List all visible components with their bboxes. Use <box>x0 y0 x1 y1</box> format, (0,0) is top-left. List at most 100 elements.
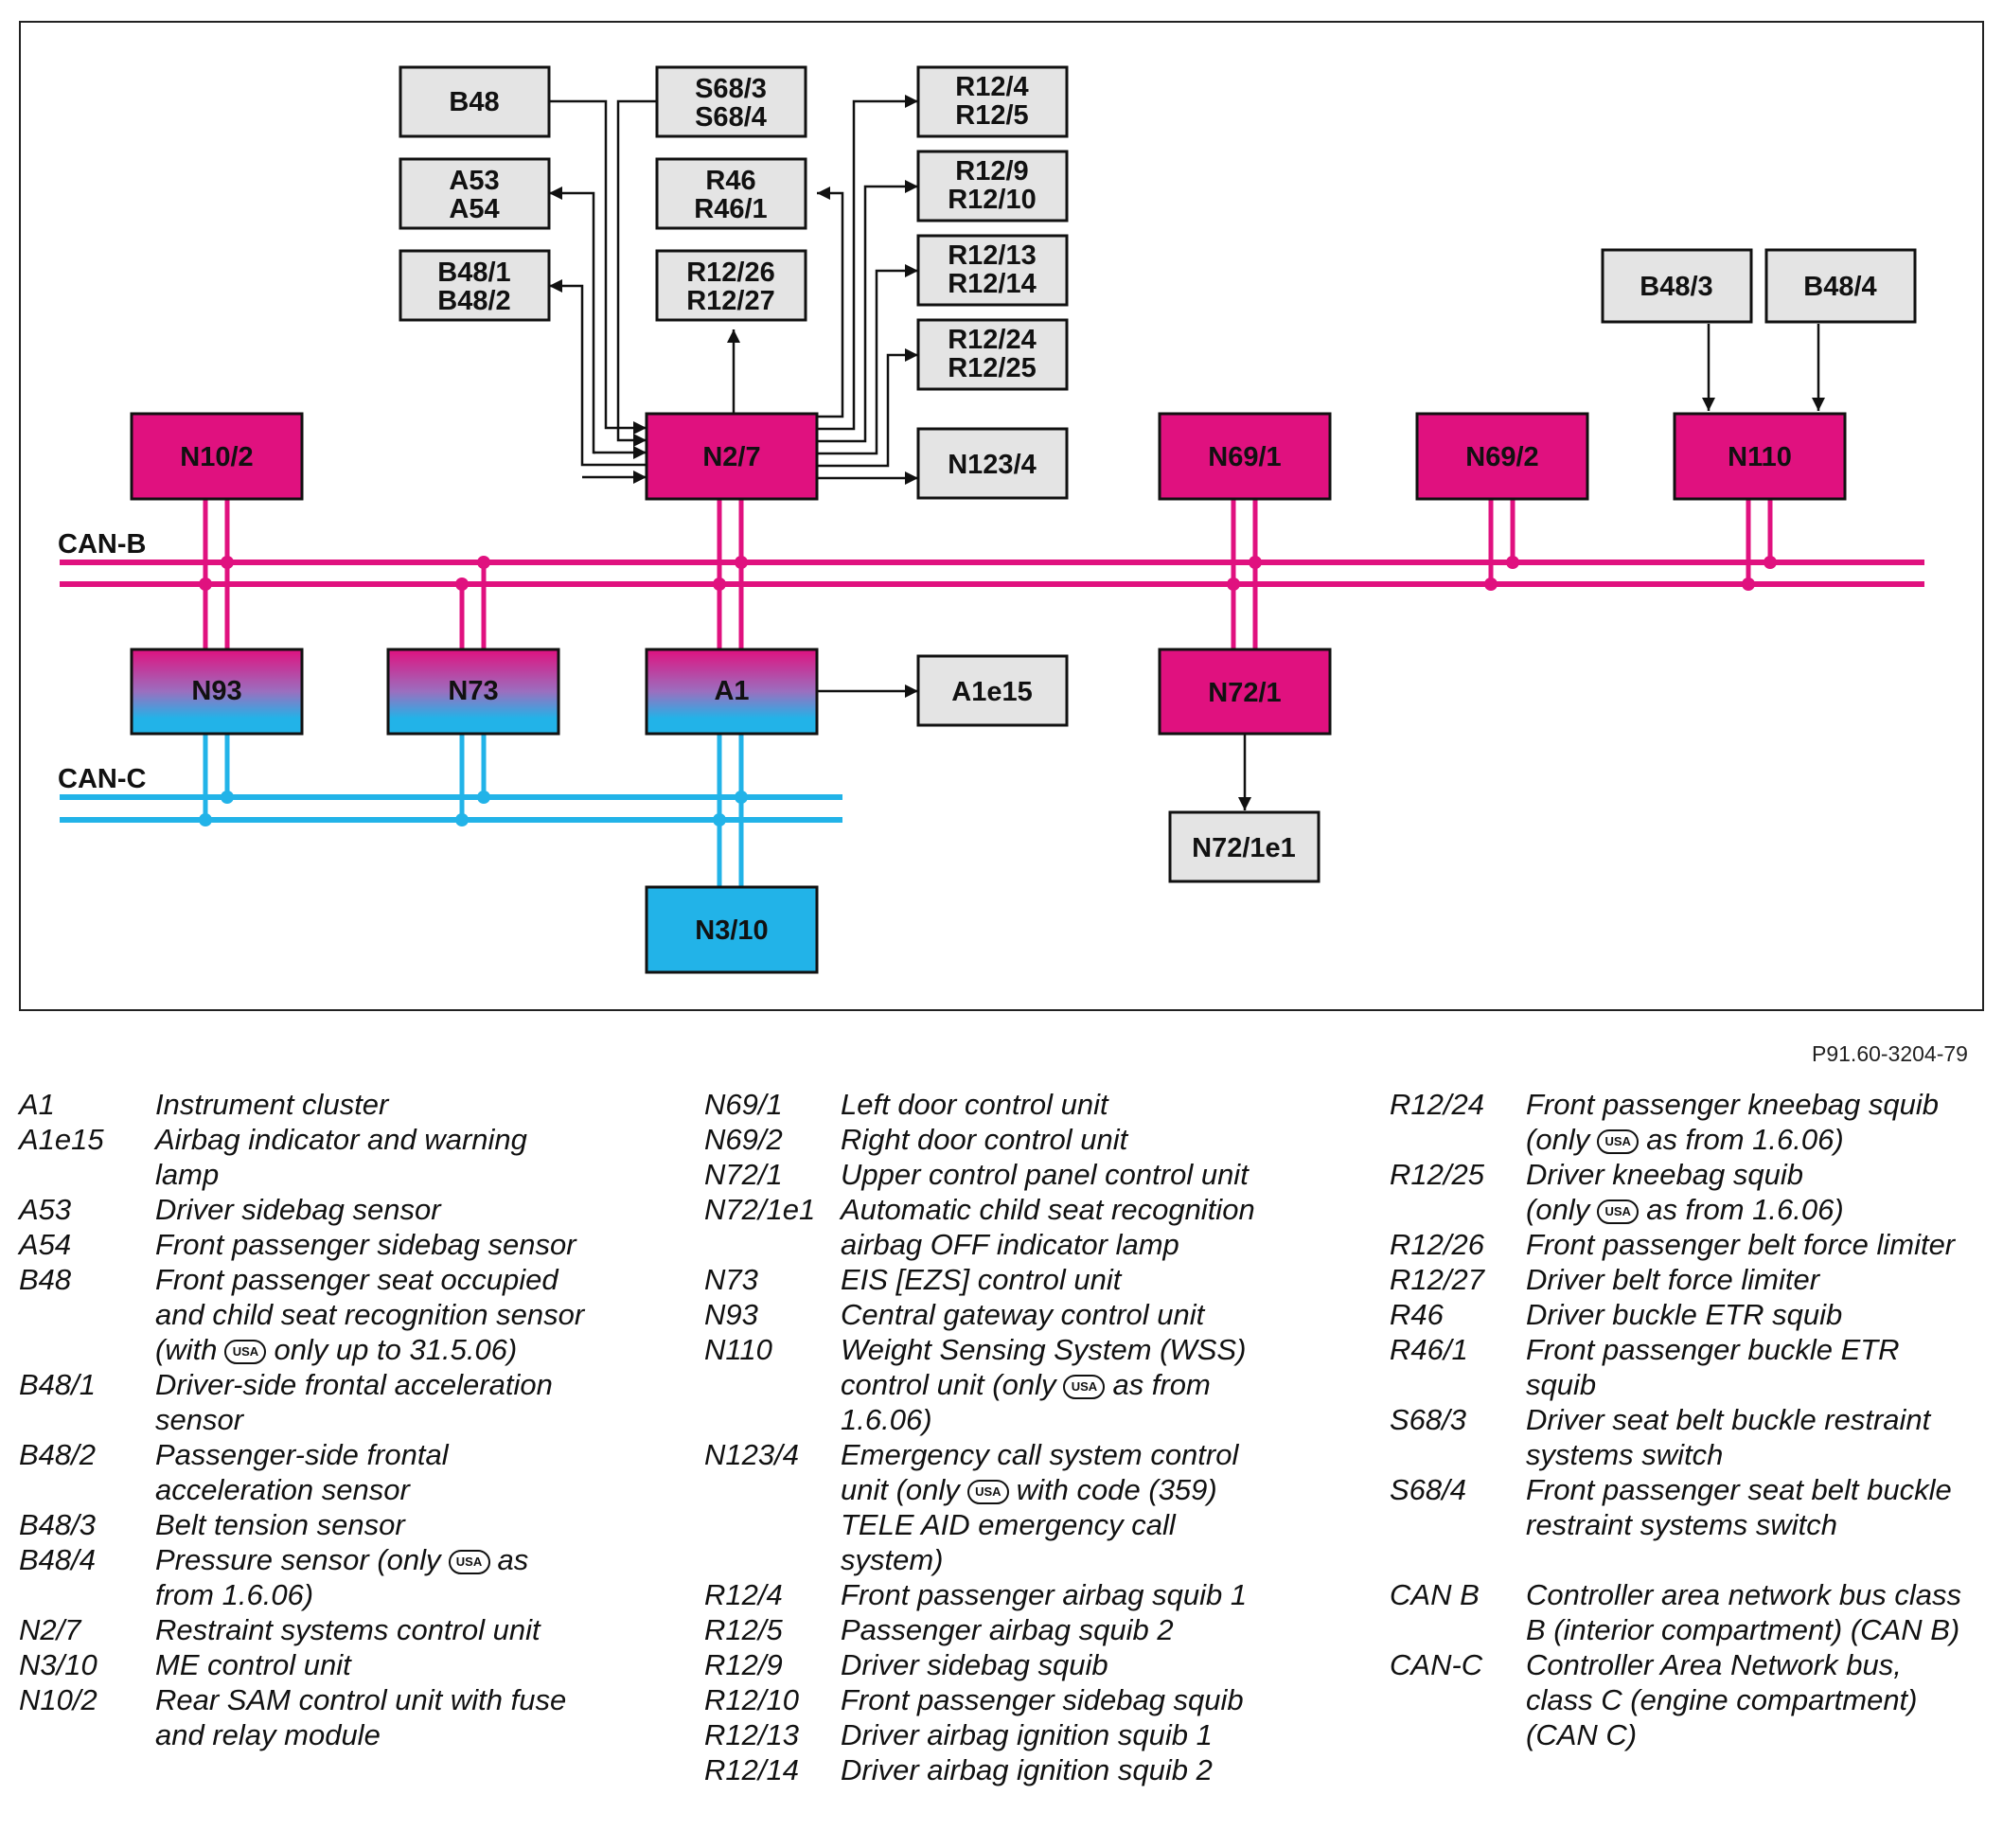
legend-line: Restraint systems control unit <box>155 1613 541 1646</box>
svg-text:B48/3: B48/3 <box>1640 272 1712 302</box>
can-b-label: CAN-B <box>58 529 146 560</box>
legend-line: Belt tension sensor <box>155 1508 405 1541</box>
unit-n72-1: N72/1 <box>1158 648 1332 736</box>
legend-line: systems switch <box>1526 1438 1724 1471</box>
legend-description: Front passenger sidebag squib <box>841 1682 1348 1717</box>
unit-n73: N73 <box>386 648 560 736</box>
legend-line: Driver sidebag squib <box>841 1648 1108 1681</box>
legend-entry: CAN-C Controller Area Network bus,class C… <box>1390 1647 1995 1752</box>
legend-code: B48 <box>19 1263 72 1296</box>
legend-code: A54 <box>19 1228 72 1261</box>
legend-code: CAN B <box>1390 1578 1480 1611</box>
legend-code: R46/1 <box>1390 1333 1468 1366</box>
svg-text:S68/3: S68/3 <box>695 74 767 104</box>
box-n123-4: N123/4 <box>916 427 1069 500</box>
legend-usa-suffix: with code (359) <box>1016 1473 1217 1506</box>
legend-line: Controller area network bus class <box>1526 1578 1962 1611</box>
unit-n93: N93 <box>130 648 304 736</box>
legend-description: Controller Area Network bus,class C (eng… <box>1526 1647 1995 1752</box>
can-b-drops <box>203 499 1773 649</box>
legend-code: R12/14 <box>704 1753 799 1786</box>
legend-usa-suffix: as from 1.6.06) <box>1646 1193 1844 1226</box>
unit-n3-10: N3/10 <box>645 885 819 974</box>
legend-line: and child seat recognition sensor <box>155 1298 585 1331</box>
legend-code: R12/13 <box>704 1718 799 1751</box>
box-a53-a54: A53 A54 <box>399 157 551 230</box>
svg-text:N72/1: N72/1 <box>1208 678 1281 708</box>
box-b48-4: B48/4 <box>1764 248 1917 324</box>
svg-text:R12/24: R12/24 <box>948 325 1037 355</box>
network-diagram: CAN-B CAN-C <box>58 65 1924 974</box>
svg-text:R12/26: R12/26 <box>686 258 775 288</box>
unit-n2-7: N2/7 <box>645 412 819 501</box>
legend-description: Right door control unit <box>841 1122 1348 1157</box>
legend-line: system) <box>841 1543 944 1576</box>
legend-code: B48/2 <box>19 1438 97 1471</box>
svg-text:A53: A53 <box>449 166 499 196</box>
legend-line: 1.6.06) <box>841 1403 932 1436</box>
legend-description: Driver buckle ETR squib <box>1526 1297 1995 1332</box>
legend-usa-prefix: (only <box>1526 1193 1590 1226</box>
svg-text:R12/27: R12/27 <box>686 286 775 316</box>
legend-line: Right door control unit <box>841 1123 1128 1156</box>
legend-line: Front passenger sidebag sensor <box>155 1228 576 1261</box>
legend-description: Upper control panel control unit <box>841 1157 1348 1192</box>
box-s68: S68/3 S68/4 <box>655 65 807 138</box>
legend-line: lamp <box>155 1158 220 1191</box>
legend-line: Front passenger belt force limiter <box>1526 1228 1956 1261</box>
legend-entry: A53 Driver sidebag sensor <box>19 1192 682 1227</box>
legend-code: N110 <box>704 1333 772 1366</box>
legend-line: restraint systems switch <box>1526 1508 1838 1541</box>
legend-line: Upper control panel control unit <box>841 1158 1249 1191</box>
svg-text:R12/4: R12/4 <box>955 72 1028 102</box>
unit-n110: N110 <box>1673 412 1847 501</box>
legend-code: R12/25 <box>1390 1158 1484 1191</box>
legend-usa-prefix: unit (only <box>841 1473 960 1506</box>
svg-text:N10/2: N10/2 <box>180 442 253 472</box>
box-a1e15: A1e15 <box>916 654 1069 727</box>
svg-text:R12/10: R12/10 <box>948 185 1037 215</box>
legend-line: from 1.6.06) <box>155 1578 314 1611</box>
legend-code: N3/10 <box>19 1648 97 1681</box>
legend-description: Front passenger belt force limiter <box>1526 1227 1995 1262</box>
legend-usa-prefix: (with <box>155 1333 218 1366</box>
svg-text:R12/5: R12/5 <box>955 100 1028 131</box>
legend-line: EIS [EZS] control unit <box>841 1263 1122 1296</box>
legend-code: N72/1e1 <box>704 1193 816 1226</box>
legend-line: Central gateway control unit <box>841 1298 1205 1331</box>
legend-line: acceleration sensor <box>155 1473 410 1506</box>
legend-line: Front passenger buckle ETR <box>1526 1333 1900 1366</box>
legend-description: Driver sidebag sensor <box>155 1192 682 1227</box>
unit-n10-2: N10/2 <box>130 412 304 501</box>
legend-code: CAN-C <box>1390 1648 1483 1681</box>
legend-usa-suffix: as from <box>1112 1368 1211 1401</box>
legend-code: A53 <box>19 1193 72 1226</box>
legend-line: and relay module <box>155 1718 381 1751</box>
legend-line: Emergency call system control <box>841 1438 1239 1471</box>
legend-usa-suffix: only up to 31.5.06) <box>274 1333 518 1366</box>
box-r46: R46 R46/1 <box>655 157 807 230</box>
legend-description: Driver airbag ignition squib 2 <box>841 1752 1348 1787</box>
legend-line: Driver seat belt buckle restraint <box>1526 1403 1931 1436</box>
legend-line: Controller Area Network bus, <box>1526 1648 1902 1681</box>
legend-code: S68/3 <box>1390 1403 1467 1436</box>
legend-description: ME control unit <box>155 1647 682 1682</box>
